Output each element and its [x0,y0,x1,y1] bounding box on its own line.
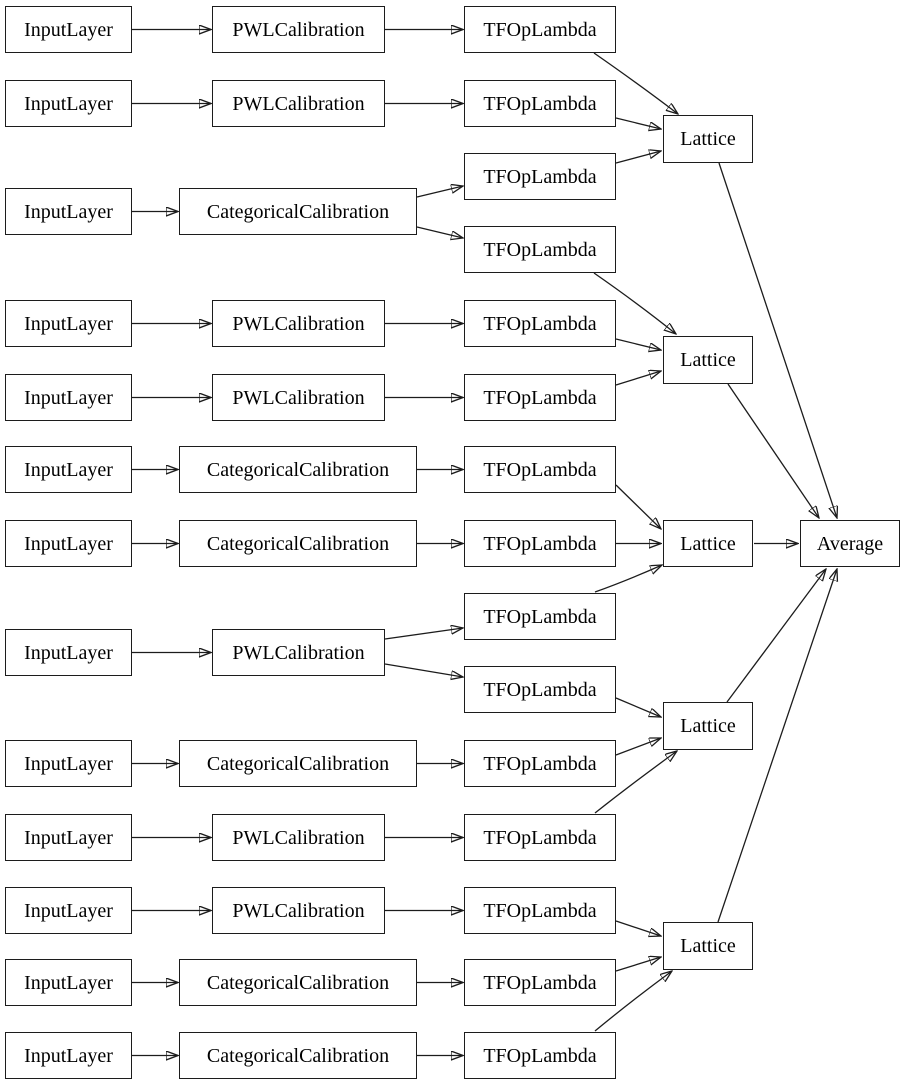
node-input-4: InputLayer [5,300,132,347]
node-input-9: InputLayer [5,740,132,787]
node-pwl-1: PWLCalibration [212,6,385,53]
node-catcal-1: CategoricalCalibration [179,188,417,235]
edge-tfop-4-lattice-2 [593,272,676,334]
node-tfop-1: TFOpLambda [464,6,616,53]
node-pwl-6: PWLCalibration [212,814,385,861]
node-catcal-2: CategoricalCalibration [179,446,417,493]
edge-pwl-5-tfop-9 [384,628,463,640]
node-catcal-5: CategoricalCalibration [179,959,417,1006]
node-tfop-4: TFOpLambda [464,226,616,273]
node-lattice-1: Lattice [663,115,753,163]
edge-tfop-7-lattice-3 [615,484,661,529]
node-pwl-7: PWLCalibration [212,887,385,934]
node-tfop-14: TFOpLambda [464,959,616,1006]
node-tfop-15: TFOpLambda [464,1032,616,1079]
node-tfop-7: TFOpLambda [464,446,616,493]
edge-tfop-9-lattice-3 [594,565,662,593]
edge-catcal-1-tfop-3 [416,186,463,198]
node-input-12: InputLayer [5,959,132,1006]
edge-tfop-5-lattice-2 [615,338,661,350]
node-lattice-2: Lattice [663,336,753,384]
node-input-8: InputLayer [5,629,132,676]
edge-tfop-6-lattice-2 [615,371,661,386]
node-input-1: InputLayer [5,6,132,53]
edge-tfop-1-lattice-1 [593,52,678,114]
node-tfop-12: TFOpLambda [464,814,616,861]
node-input-6: InputLayer [5,446,132,493]
node-input-3: InputLayer [5,188,132,235]
node-catcal-3: CategoricalCalibration [179,520,417,567]
edge-tfop-13-lattice-5 [615,920,661,936]
edge-tfop-3-lattice-1 [615,151,661,164]
node-catcal-4: CategoricalCalibration [179,740,417,787]
edge-catcal-1-tfop-4 [416,226,463,238]
node-pwl-3: PWLCalibration [212,300,385,347]
node-pwl-2: PWLCalibration [212,80,385,127]
node-pwl-5: PWLCalibration [212,629,385,676]
edge-lattice-1-average [718,162,837,518]
edge-tfop-12-lattice-4 [594,751,677,814]
node-tfop-3: TFOpLambda [464,153,616,200]
edge-tfop-11-lattice-4 [615,738,661,756]
node-tfop-5: TFOpLambda [464,300,616,347]
node-input-13: InputLayer [5,1032,132,1079]
edge-tfop-14-lattice-5 [615,957,661,972]
node-tfop-2: TFOpLambda [464,80,616,127]
edge-lattice-4-average [726,569,826,703]
node-pwl-4: PWLCalibration [212,374,385,421]
edge-tfop-10-lattice-4 [615,697,661,717]
node-lattice-3: Lattice [663,520,753,567]
node-input-5: InputLayer [5,374,132,421]
edge-lattice-2-average [727,383,819,518]
node-lattice-4: Lattice [663,702,753,750]
node-catcal-6: CategoricalCalibration [179,1032,417,1079]
node-input-10: InputLayer [5,814,132,861]
edge-lattice-5-average [717,569,837,923]
node-tfop-6: TFOpLambda [464,374,616,421]
node-tfop-8: TFOpLambda [464,520,616,567]
edges-group [132,30,837,1056]
node-tfop-9: TFOpLambda [464,593,616,640]
edge-pwl-5-tfop-10 [384,663,463,677]
node-tfop-13: TFOpLambda [464,887,616,934]
node-input-11: InputLayer [5,887,132,934]
node-input-2: InputLayer [5,80,132,127]
edge-tfop-2-lattice-1 [615,117,661,129]
node-input-7: InputLayer [5,520,132,567]
node-lattice-5: Lattice [663,922,753,970]
node-average: Average [800,520,900,567]
edge-tfop-15-lattice-5 [594,971,672,1032]
node-tfop-11: TFOpLambda [464,740,616,787]
node-tfop-10: TFOpLambda [464,666,616,713]
